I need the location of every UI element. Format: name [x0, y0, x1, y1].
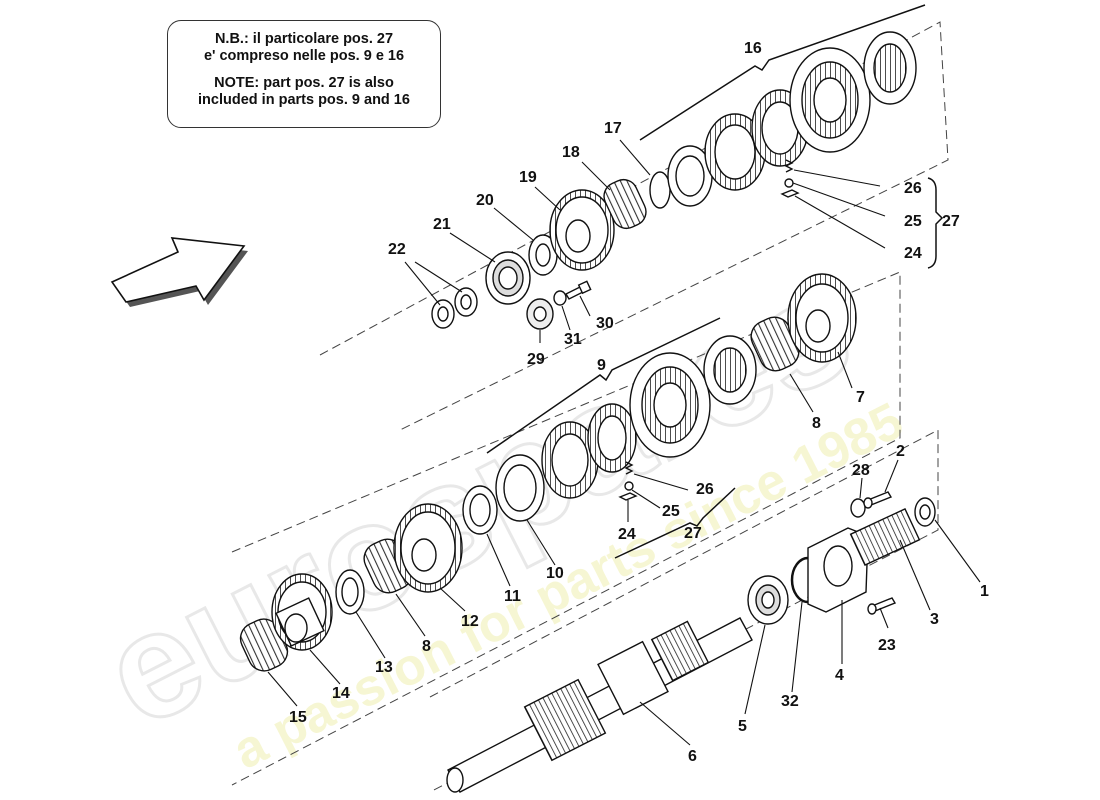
label-20: 20	[476, 192, 494, 209]
part-labels: 22 21 20 19 18 17 16 26 25 24 27 30 31 2…	[289, 40, 989, 765]
bracket-16	[639, 4, 926, 141]
upper-shaft-parts	[431, 31, 917, 330]
label-18: 18	[562, 144, 580, 161]
label-30: 30	[596, 315, 614, 332]
leader-lines	[267, 139, 981, 746]
label-28: 28	[852, 462, 870, 479]
part-17-ring	[649, 171, 671, 209]
part-19-gear	[549, 189, 615, 271]
lower-shaft-parts	[446, 491, 936, 793]
group-brackets	[486, 4, 944, 559]
part-22-nuts	[431, 287, 478, 329]
part-1-nut	[914, 497, 936, 527]
label-6: 6	[688, 748, 697, 765]
part-6-main-shaft	[446, 617, 753, 793]
note-line-3: NOTE: part pos. 27 is also	[214, 75, 394, 91]
label-19: 19	[519, 169, 537, 186]
bracket-9	[486, 317, 721, 454]
note-line-2: e' compreso nelle pos. 9 e 16	[203, 48, 405, 64]
label-29: 29	[527, 351, 545, 368]
label-24b: 24	[618, 526, 636, 543]
label-13: 13	[375, 659, 393, 676]
label-16: 16	[744, 40, 762, 57]
middle-frame	[231, 271, 901, 786]
label-26a: 26	[904, 180, 922, 197]
label-4: 4	[835, 667, 844, 684]
note-box: N.B.: il particolare pos. 27 e' compreso…	[167, 20, 441, 128]
label-8b: 8	[812, 415, 821, 432]
direction-arrow-icon	[110, 237, 248, 307]
label-32: 32	[781, 693, 799, 710]
part-4-flange	[807, 527, 869, 613]
part-23-bolt	[867, 597, 897, 615]
label-31: 31	[564, 331, 582, 348]
label-17: 17	[604, 120, 622, 137]
part-13-ring	[335, 569, 365, 615]
label-21: 21	[433, 216, 451, 233]
part-29-31-30	[526, 280, 592, 330]
part-16-synchro-group	[667, 31, 917, 207]
part-3-splined-shaft	[849, 507, 921, 567]
label-3: 3	[930, 611, 939, 628]
part-7-gear	[787, 273, 857, 363]
part-12-gear	[393, 503, 463, 593]
part-10-synchro	[495, 454, 545, 522]
label-14: 14	[332, 685, 350, 702]
label-8a: 8	[422, 638, 431, 655]
label-22: 22	[388, 241, 406, 258]
label-10: 10	[546, 565, 564, 582]
part-24-25-26-detent-b	[618, 461, 638, 501]
label-1: 1	[980, 583, 989, 600]
label-9: 9	[597, 357, 606, 374]
label-7: 7	[856, 389, 865, 406]
part-14-gear	[271, 573, 333, 651]
label-25b: 25	[662, 503, 680, 520]
label-12: 12	[461, 613, 479, 630]
label-5: 5	[738, 718, 747, 735]
label-27b: 27	[684, 525, 702, 542]
label-23: 23	[878, 637, 896, 654]
part-28-washer	[850, 498, 866, 518]
label-25a: 25	[904, 213, 922, 230]
part-21-bearing	[485, 251, 531, 305]
part-9-synchro-group	[541, 335, 757, 499]
middle-shaft-parts	[239, 273, 857, 672]
part-18-needle-bearing	[603, 178, 647, 230]
label-24a: 24	[904, 245, 922, 262]
note-line-4: included in parts pos. 9 and 16	[198, 92, 410, 108]
bracket-27-upper	[927, 177, 944, 269]
label-15: 15	[289, 709, 307, 726]
part-11-ring	[462, 485, 498, 535]
part-2-bolt	[863, 491, 893, 509]
label-11: 11	[504, 588, 521, 605]
part-5-bearing	[747, 575, 789, 625]
label-27a: 27	[942, 213, 960, 230]
label-26b: 26	[696, 481, 714, 498]
note-line-1: N.B.: il particolare pos. 27	[214, 31, 394, 47]
bracket-27-lower	[614, 487, 736, 559]
label-2: 2	[896, 443, 905, 460]
